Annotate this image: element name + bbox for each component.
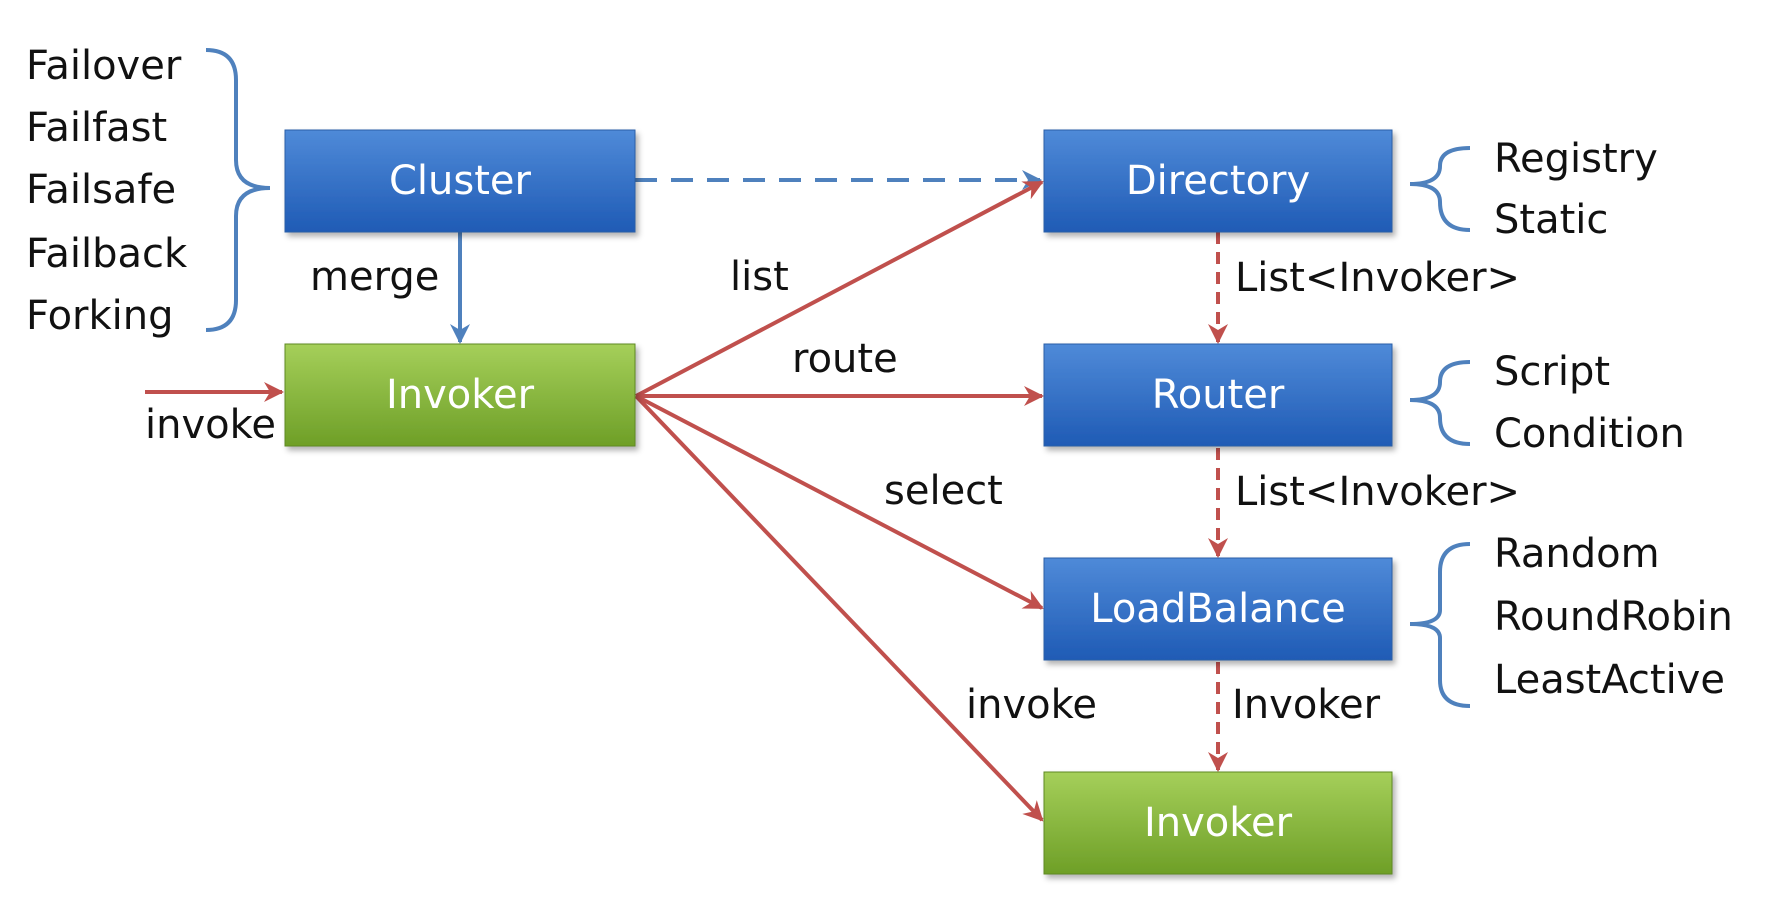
invoker-main-label: Invoker — [386, 372, 535, 418]
directory-types-brace — [1409, 146, 1471, 232]
cluster-types-brace — [205, 48, 271, 332]
select-label: select — [884, 468, 1003, 514]
directory-type-item: Registry — [1494, 136, 1658, 182]
directory-box: Directory — [1043, 129, 1393, 233]
loadbalance-types-list: Random RoundRobin LeastActive — [1494, 531, 1733, 703]
invoker-to-loadbalance-select-arrow — [635, 394, 1044, 610]
loadbalance-box: LoadBalance — [1043, 557, 1393, 661]
invoker-target-label: Invoker — [1144, 800, 1293, 846]
cluster-box: Cluster — [284, 129, 636, 233]
router-box: Router — [1043, 343, 1393, 447]
invoker-target-box: Invoker — [1043, 771, 1393, 875]
cluster-type-item: Failback — [26, 231, 188, 277]
route-label: route — [792, 336, 898, 382]
invoke-output-label: invoke — [966, 682, 1097, 728]
loadbalance-type-item: RoundRobin — [1494, 594, 1733, 640]
cluster-type-item: Failsafe — [26, 167, 176, 213]
cluster-label: Cluster — [389, 158, 532, 204]
directory-types-list: Registry Static — [1494, 136, 1658, 243]
cluster-types-list: Failover Failfast Failsafe Failback Fork… — [26, 43, 188, 339]
loadbalance-type-item: LeastActive — [1494, 657, 1725, 703]
directory-router-edge-label: List<Invoker> — [1235, 255, 1520, 301]
loadbalance-invoker-edge-label: Invoker — [1232, 682, 1381, 728]
router-label: Router — [1152, 372, 1285, 418]
directory-label: Directory — [1126, 158, 1310, 204]
cluster-type-item: Failfast — [26, 105, 167, 151]
list-label: list — [730, 254, 789, 300]
loadbalance-types-brace — [1409, 542, 1471, 708]
loadbalance-type-item: Random — [1494, 531, 1660, 577]
router-type-item: Script — [1494, 349, 1610, 395]
router-type-item: Condition — [1494, 411, 1685, 457]
router-types-brace — [1409, 360, 1471, 446]
router-types-list: Script Condition — [1494, 349, 1685, 457]
directory-type-item: Static — [1494, 197, 1608, 243]
invoker-to-invoker-invoke-arrow — [634, 394, 1044, 822]
invoker-to-directory-list-arrow — [635, 180, 1044, 398]
cluster-type-item: Failover — [26, 43, 182, 89]
loadbalance-label: LoadBalance — [1090, 586, 1346, 632]
cluster-type-item: Forking — [26, 293, 174, 339]
invoke-input-label: invoke — [145, 402, 276, 448]
invoker-main-box: Invoker — [284, 343, 636, 447]
router-loadbalance-edge-label: List<Invoker> — [1235, 469, 1520, 515]
merge-label: merge — [310, 254, 439, 300]
